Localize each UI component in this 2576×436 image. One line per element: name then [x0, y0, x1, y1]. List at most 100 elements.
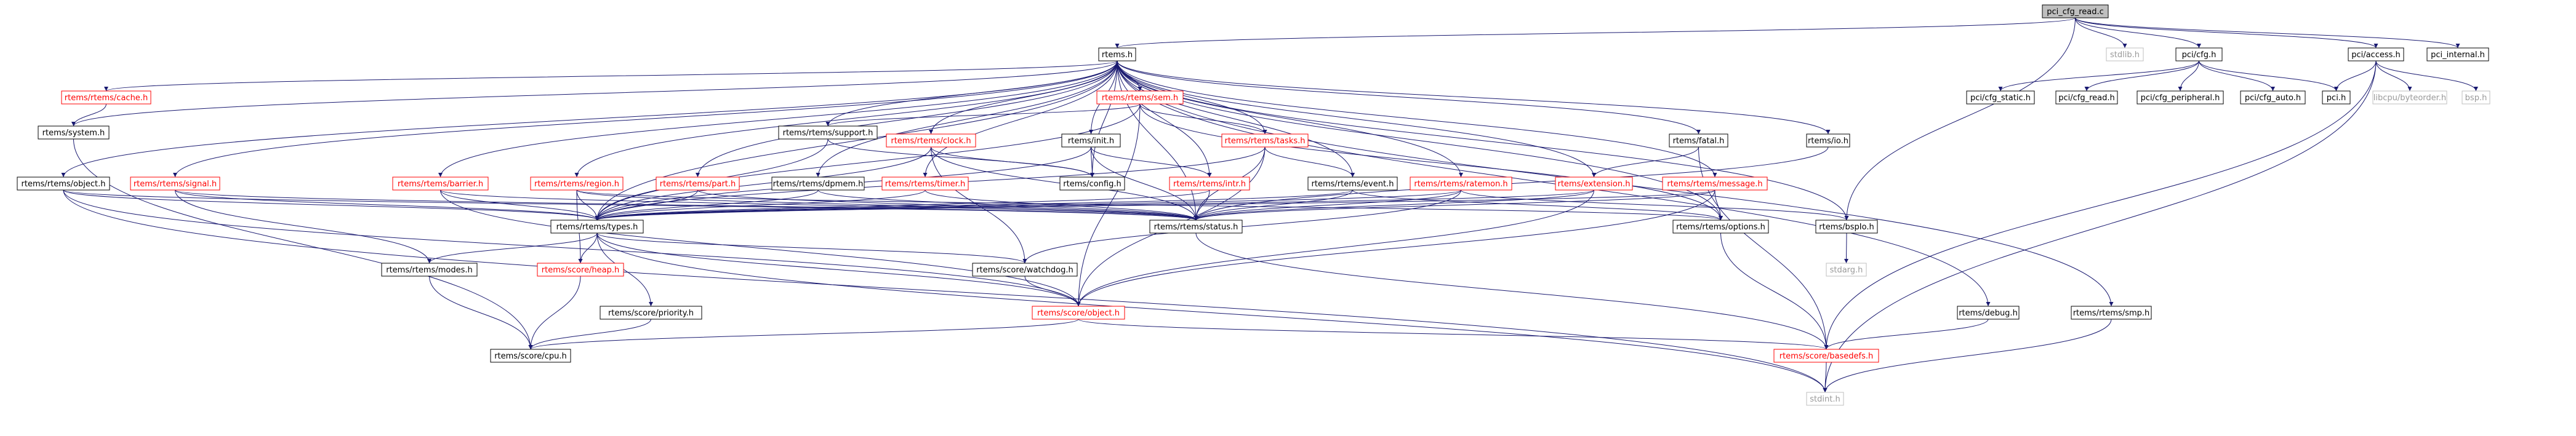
node-box [2426, 47, 2489, 61]
include-edge-pci_access_h-to-byteorder_h [2375, 60, 2412, 92]
include-edge-signal_h-to-types_h [175, 189, 600, 221]
include-edge-intr_h-to-status_h [1194, 189, 1210, 221]
node-label: rtems/score/cpu.h [494, 352, 567, 361]
file-node-root[interactable]: pci_cfg_read.c [2042, 4, 2109, 18]
include-edge-rtems_h-to-intr_h [1117, 60, 1212, 178]
file-node-modes-h[interactable]: rtems/rtems/modes.h [381, 263, 478, 277]
node-box [778, 125, 878, 140]
file-node-cfg-static-h[interactable]: pci/cfg_static.h [1966, 90, 2035, 105]
node-box [38, 125, 110, 140]
node-box [656, 176, 740, 191]
file-node-event-h[interactable]: rtems/rtems/event.h [1307, 176, 1398, 191]
include-edge-root-to-rtems_h [1115, 17, 2076, 49]
node-label: rtems/rtems/region.h [534, 180, 619, 189]
dependency-edges [61, 17, 2478, 393]
file-node-fatal-h[interactable]: rtems/fatal.h [1669, 133, 1728, 148]
file-node-cfg-auto-h[interactable]: pci/cfg_auto.h [2240, 90, 2306, 105]
file-node-pci-h[interactable]: pci.h [2322, 90, 2351, 105]
file-node-stdarg-h: stdarg.h [1826, 263, 1867, 277]
file-node-region-h[interactable]: rtems/rtems/region.h [530, 176, 624, 191]
file-node-config-h[interactable]: rtems/config.h [1059, 176, 1125, 191]
file-node-bspIo-h[interactable]: rtems/bspIo.h [1815, 220, 1878, 234]
include-edge-pci_access_h-to-stdint_h [1823, 60, 2377, 393]
include-edge-rtems_h-to-extension_h [1117, 60, 1596, 178]
file-node-part-h[interactable]: rtems/rtems/part.h [656, 176, 740, 191]
file-node-cpu-h[interactable]: rtems/score/cpu.h [490, 349, 571, 363]
file-node-sem-h[interactable]: rtems/rtems/sem.h [1096, 90, 1184, 105]
node-box [2175, 47, 2223, 61]
file-node-cache-h[interactable]: rtems/rtems/cache.h [61, 90, 151, 105]
file-node-options-h[interactable]: rtems/rtems/options.h [1672, 220, 1769, 234]
node-label: rtems/fatal.h [1673, 137, 1725, 146]
file-node-pci-access-h[interactable]: pci/access.h [2348, 47, 2404, 61]
include-edge-signal_h-to-status_h [175, 189, 1198, 221]
node-label: rtems/score/watchdog.h [976, 266, 1073, 275]
node-box [1672, 220, 1769, 234]
include-edge-clock_h-to-types_h [595, 146, 931, 221]
file-node-object-h[interactable]: rtems/rtems/object.h [17, 176, 110, 191]
file-node-types-h[interactable]: rtems/rtems/types.h [550, 220, 644, 234]
node-box [1815, 220, 1878, 234]
include-edge-types_h-to-priority_h [596, 232, 653, 307]
file-node-tasks-h[interactable]: rtems/rtems/tasks.h [1221, 133, 1309, 148]
node-box [130, 176, 220, 191]
include-edge-part_h-to-types_h [595, 189, 698, 221]
file-node-basedefs-h[interactable]: rtems/score/basedefs.h [1773, 349, 1879, 363]
include-edge-sem_h-to-options_h [1139, 103, 1723, 221]
file-node-debug-h[interactable]: rtems/debug.h [1957, 306, 2020, 320]
file-node-signal-h[interactable]: rtems/rtems/signal.h [130, 176, 220, 191]
file-node-status-h[interactable]: rtems/rtems/status.h [1149, 220, 1243, 234]
include-edge-status_h-to-basedefs_h [1195, 232, 1829, 350]
file-node-extension-h[interactable]: rtems/extension.h [1555, 176, 1633, 191]
file-node-rtems-h[interactable]: rtems.h [1098, 47, 1136, 61]
include-edge-rtems_h-to-fatal_h [1117, 60, 1701, 135]
include-edge-pci_cfg_h-to-cfg_auto_h [2199, 60, 2275, 92]
include-edge-priority_h-to-cpu_h [528, 319, 651, 350]
file-node-init-h[interactable]: rtems/init.h [1061, 133, 1121, 148]
include-edge-intr_h-to-types_h [595, 189, 1210, 221]
include-edge-barrier_h-to-status_h [440, 189, 1198, 221]
file-node-heap-h[interactable]: rtems/score/heap.h [537, 263, 624, 277]
include-edge-root-to-stdlib_h [2075, 17, 2127, 49]
file-node-pci-internal-h[interactable]: pci_internal.h [2426, 47, 2489, 61]
file-node-watchdog-h[interactable]: rtems/score/watchdog.h [972, 263, 1078, 277]
file-node-io-h[interactable]: rtems/io.h [1806, 133, 1850, 148]
file-node-timer-h[interactable]: rtems/rtems/timer.h [881, 176, 969, 191]
node-box [392, 176, 489, 191]
file-node-barrier-h[interactable]: rtems/rtems/barrier.h [392, 176, 489, 191]
node-box [1826, 263, 1867, 277]
include-edge-event_h-to-status_h [1194, 189, 1353, 221]
include-edge-dpmem_h-to-types_h [595, 189, 819, 221]
file-node-system-h[interactable]: rtems/system.h [38, 125, 110, 140]
node-box [2055, 90, 2118, 105]
node-label: pci/cfg_read.h [2058, 93, 2115, 103]
node-label: rtems/rtems/sem.h [1102, 93, 1178, 103]
file-node-support-h[interactable]: rtems/rtems/support.h [778, 125, 878, 140]
include-edge-rtems_h-to-system_h [71, 60, 1118, 127]
file-node-smp-h[interactable]: rtems/rtems/smp.h [2071, 306, 2152, 320]
include-edge-types_h-to-modes_h [427, 232, 598, 264]
file-node-cfg-peripheral-h[interactable]: pci/cfg_peripheral.h [2137, 90, 2224, 105]
file-node-priority-h[interactable]: rtems/score/priority.h [600, 306, 702, 320]
include-edge-rtems_h-to-timer_h [923, 60, 1118, 178]
include-edge-score_object_h-to-basedefs_h [1078, 319, 1829, 350]
file-node-stdlib-h: stdlib.h [2106, 47, 2144, 61]
file-node-dpmem-h[interactable]: rtems/rtems/dpmem.h [771, 176, 865, 191]
include-edge-rtems_h-to-object_h [61, 60, 1118, 178]
file-node-clock-h[interactable]: rtems/rtems/clock.h [886, 133, 976, 148]
file-node-message-h[interactable]: rtems/rtems/message.h [1662, 176, 1768, 191]
node-label: pci/cfg_static.h [1970, 93, 2031, 103]
node-box [600, 306, 702, 320]
include-edge-pci_access_h-to-pci_h [2334, 60, 2377, 92]
file-node-pci-cfg-h[interactable]: pci/cfg.h [2175, 47, 2223, 61]
node-label: rtems/score/heap.h [542, 266, 619, 275]
include-edge-pci_cfg_h-to-cfg_peripheral_h [2178, 60, 2199, 92]
include-edge-clock_h-to-config_h [931, 146, 1094, 178]
node-box [972, 263, 1078, 277]
file-node-intr-h[interactable]: rtems/rtems/intr.h [1169, 176, 1250, 191]
node-label: rtems/rtems/modes.h [386, 266, 473, 275]
file-node-ratemon-h[interactable]: rtems/rtems/ratemon.h [1410, 176, 1512, 191]
file-node-cfg-read-h[interactable]: pci/cfg_read.h [2055, 90, 2118, 105]
file-node-score-object-h[interactable]: rtems/score/object.h [1032, 306, 1125, 320]
